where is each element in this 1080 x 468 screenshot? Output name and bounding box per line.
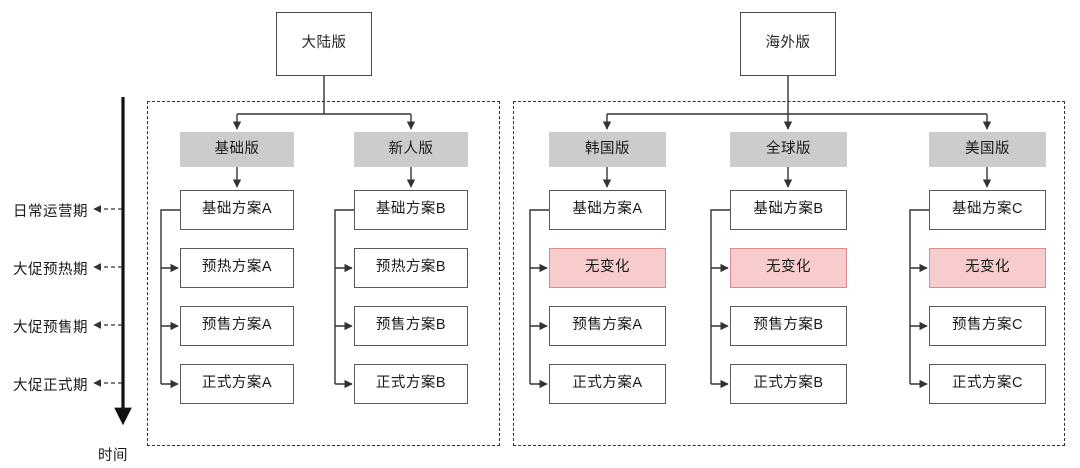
plan-box-basic-2[interactable]: 预热方案A xyxy=(180,248,294,288)
group-frame-overseas xyxy=(513,101,1065,446)
plan-box-basic-3-label: 预售方案A xyxy=(201,317,273,334)
plan-box-newuser-1-label: 基础方案B xyxy=(375,201,447,218)
root-box-mainland[interactable]: 大陆版 xyxy=(276,12,372,76)
plan-box-global-3[interactable]: 预售方案B xyxy=(730,306,847,346)
plan-box-korea-1[interactable]: 基础方案A xyxy=(549,190,666,230)
plan-box-global-4[interactable]: 正式方案B xyxy=(730,364,847,404)
plan-box-newuser-1[interactable]: 基础方案B xyxy=(354,190,468,230)
plan-box-basic-4[interactable]: 正式方案A xyxy=(180,364,294,404)
plan-box-korea-3[interactable]: 预售方案A xyxy=(549,306,666,346)
column-header-global-label: 全球版 xyxy=(766,140,811,157)
plan-box-usa-2-label: 无变化 xyxy=(965,259,1010,276)
root-box-mainland-label: 大陆版 xyxy=(301,35,347,52)
plan-box-newuser-2[interactable]: 预热方案B xyxy=(354,248,468,288)
plan-box-newuser-2-label: 预热方案B xyxy=(375,259,447,276)
plan-box-global-1-label: 基础方案B xyxy=(753,201,824,218)
column-header-newuser-label: 新人版 xyxy=(388,140,434,157)
plan-box-basic-1[interactable]: 基础方案A xyxy=(180,190,294,230)
plan-box-newuser-3-label: 预售方案B xyxy=(375,317,447,334)
stage-label-official: 大促正式期 xyxy=(13,378,88,394)
column-header-usa[interactable]: 美国版 xyxy=(929,132,1046,167)
plan-box-usa-4-label: 正式方案C xyxy=(952,375,1023,392)
column-header-newuser[interactable]: 新人版 xyxy=(354,132,468,167)
plan-box-usa-4[interactable]: 正式方案C xyxy=(929,364,1046,404)
group-frame-mainland xyxy=(147,101,500,446)
plan-box-korea-2-label: 无变化 xyxy=(585,259,630,276)
plan-box-basic-3[interactable]: 预售方案A xyxy=(180,306,294,346)
plan-box-korea-1-label: 基础方案A xyxy=(572,201,643,218)
plan-box-korea-4[interactable]: 正式方案A xyxy=(549,364,666,404)
plan-box-basic-2-label: 预热方案A xyxy=(201,259,273,276)
stage-label-presale: 大促预售期 xyxy=(13,320,88,336)
column-header-basic[interactable]: 基础版 xyxy=(180,132,294,167)
plan-box-korea-4-label: 正式方案A xyxy=(572,375,643,392)
stage-label-daily: 日常运营期 xyxy=(13,204,88,220)
column-header-korea[interactable]: 韩国版 xyxy=(549,132,666,167)
plan-box-newuser-4[interactable]: 正式方案B xyxy=(354,364,468,404)
time-axis-caption: 时间 xyxy=(98,448,128,464)
plan-box-basic-4-label: 正式方案A xyxy=(201,375,273,392)
column-header-global[interactable]: 全球版 xyxy=(730,132,847,167)
root-box-overseas-label: 海外版 xyxy=(765,35,811,52)
plan-box-global-2-label: 无变化 xyxy=(766,259,811,276)
root-box-overseas[interactable]: 海外版 xyxy=(740,12,836,76)
plan-box-global-3-label: 预售方案B xyxy=(753,317,824,334)
plan-box-newuser-3[interactable]: 预售方案B xyxy=(354,306,468,346)
plan-box-korea-3-label: 预售方案A xyxy=(572,317,643,334)
plan-box-usa-3[interactable]: 预售方案C xyxy=(929,306,1046,346)
plan-box-korea-2[interactable]: 无变化 xyxy=(549,248,666,288)
plan-box-newuser-4-label: 正式方案B xyxy=(375,375,447,392)
column-header-usa-label: 美国版 xyxy=(965,140,1010,157)
plan-box-usa-1[interactable]: 基础方案C xyxy=(929,190,1046,230)
plan-box-global-4-label: 正式方案B xyxy=(753,375,824,392)
column-header-basic-label: 基础版 xyxy=(214,140,260,157)
stage-label-warmup: 大促预热期 xyxy=(13,262,88,278)
plan-box-usa-1-label: 基础方案C xyxy=(952,201,1023,218)
column-header-korea-label: 韩国版 xyxy=(585,140,630,157)
plan-box-usa-3-label: 预售方案C xyxy=(952,317,1023,334)
plan-box-global-1[interactable]: 基础方案B xyxy=(730,190,847,230)
plan-box-global-2[interactable]: 无变化 xyxy=(730,248,847,288)
plan-box-usa-2[interactable]: 无变化 xyxy=(929,248,1046,288)
plan-box-basic-1-label: 基础方案A xyxy=(201,201,273,218)
